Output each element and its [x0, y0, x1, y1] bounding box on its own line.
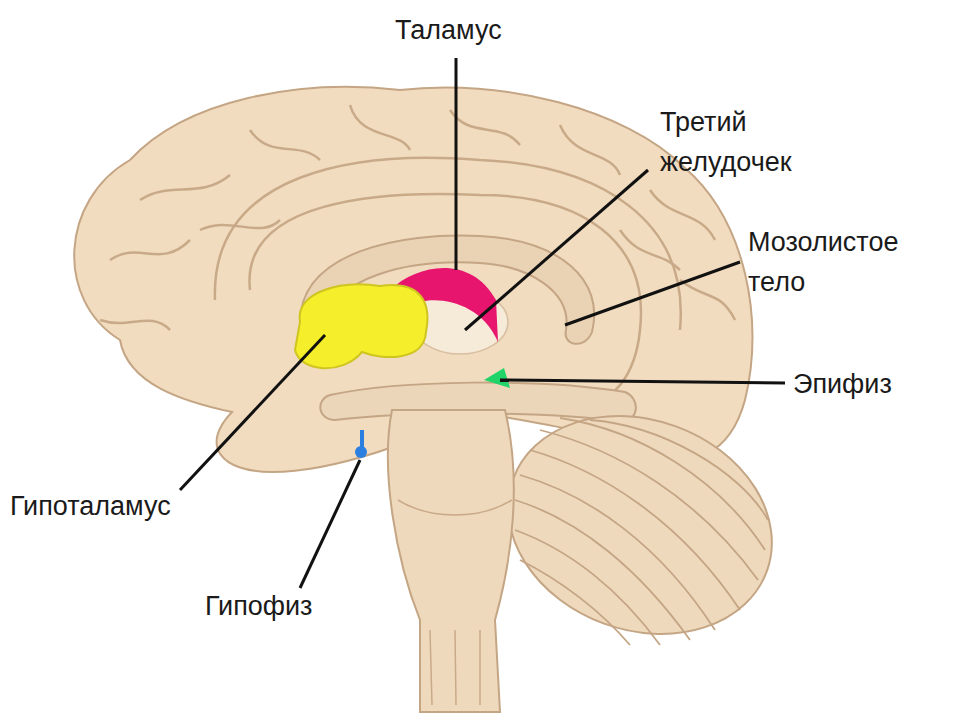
brainstem	[388, 410, 514, 712]
epiphysis-label: Эпифиз	[793, 364, 943, 404]
leader-lines	[180, 58, 785, 588]
third-ventricle-label: Третий желудочек	[660, 102, 840, 182]
gyri	[100, 105, 735, 405]
pituitary-label: Гипофиз	[205, 586, 365, 626]
epiphysis-region	[484, 368, 510, 388]
corpus-callosum-label: Мозолистое тело	[748, 222, 948, 302]
brainstem-lines	[398, 500, 512, 705]
cerebellum	[477, 380, 803, 670]
hypothalamus-region	[295, 285, 427, 369]
thalamus-label: Таламус	[395, 10, 555, 50]
hypothalamus-label: Гипоталамус	[10, 486, 240, 526]
pituitary-region	[355, 430, 367, 458]
